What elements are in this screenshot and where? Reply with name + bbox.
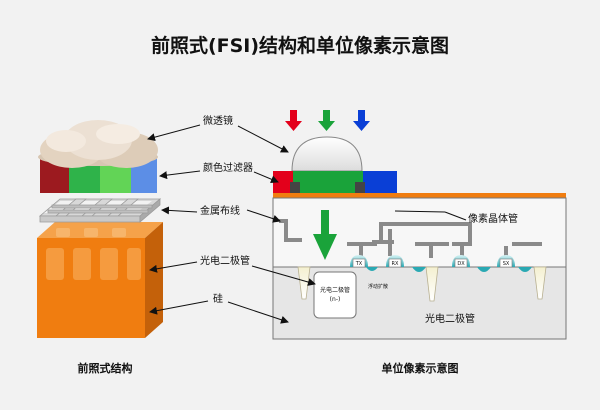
transistor-dx-label: DX xyxy=(457,261,465,267)
transistor-rx-label: RX xyxy=(392,261,399,267)
left-3d-stack xyxy=(37,120,163,338)
transistor-sx-label: SX xyxy=(503,261,510,267)
transistor-boxes: TX RX DX SX xyxy=(352,258,513,268)
transistor-tx-label: TX xyxy=(355,261,363,267)
pixel-transistor-label: 像素晶体管 xyxy=(468,212,518,225)
photodiode-region-label: 光电二极管 xyxy=(425,312,475,325)
metal-wiring-grid xyxy=(38,198,162,223)
photodiode-n-sublabel: (n-) xyxy=(330,296,341,303)
photodiode-n-label: 光电二极管 xyxy=(320,286,350,294)
light-arrow-red xyxy=(285,110,302,131)
metal-wiring-label: 金属布线 xyxy=(200,204,240,217)
left-caption: 前照式结构 xyxy=(78,361,133,375)
silicon-label: 硅 xyxy=(213,292,223,305)
isolation-spikes xyxy=(297,266,547,302)
pixel-cross-section: TX RX DX SX 光电二极管 (n-) 浮动扩散 像素晶体管 光电二极管 xyxy=(272,110,567,340)
light-arrow-blue xyxy=(353,110,370,131)
microlens-cluster xyxy=(38,120,158,168)
photodiode-n-box xyxy=(313,271,357,319)
light-arrow-green xyxy=(318,110,335,131)
silicon-block xyxy=(37,222,163,338)
microlens-label: 微透镜 xyxy=(203,114,233,127)
metal-lines xyxy=(279,219,542,258)
photodiode-label: 光电二极管 xyxy=(200,254,250,267)
page-title: 前照式(FSI)结构和单位像素示意图 xyxy=(150,35,450,57)
color-filter-layer xyxy=(273,171,397,193)
callouts: 微透镜 颜色过滤器 金属布线 光电二极管 硅 xyxy=(147,114,467,324)
light-path-arrow xyxy=(313,210,337,260)
floating-diffusion-label: 浮动扩散 xyxy=(368,283,388,290)
color-filter-label: 颜色过滤器 xyxy=(203,161,253,174)
passivation-layer xyxy=(273,193,566,198)
microlens-dome xyxy=(291,136,363,172)
wiring-layer xyxy=(272,197,567,268)
right-caption: 单位像素示意图 xyxy=(382,361,459,375)
